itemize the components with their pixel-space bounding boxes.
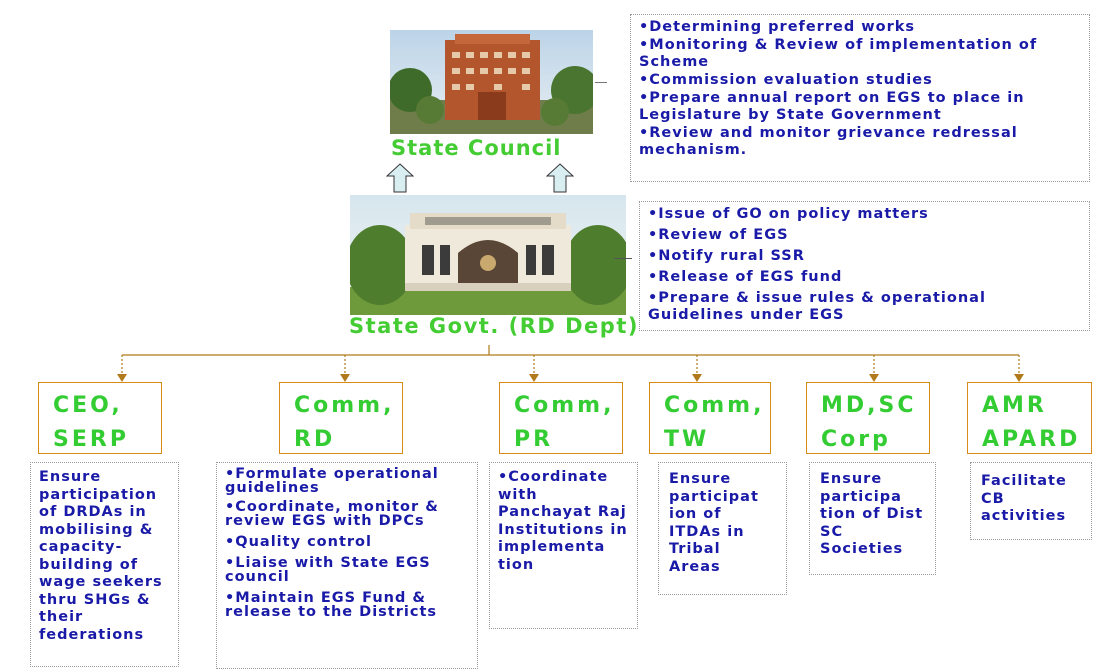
govt-leader-line — [614, 258, 632, 259]
council-function: •Monitoring & Review of implementation o… — [639, 37, 1038, 70]
up-arrow-icon — [386, 163, 414, 193]
dept-title-line1: Comm, — [664, 393, 765, 418]
dept-duties-comm-tw: Ensure participat ion of ITDAs in Tribal… — [658, 462, 787, 595]
council-function: •Determining preferred works — [639, 19, 916, 35]
duty-text: Facilitate CB activities — [981, 473, 1067, 524]
council-leader-line — [595, 82, 607, 83]
org-connector-lines — [117, 345, 1024, 382]
dept-title-line1: MD,SC — [821, 393, 917, 418]
council-function: •Prepare annual report on EGS to place i… — [639, 90, 1025, 123]
govt-function: •Notify rural SSR — [648, 248, 805, 264]
dept-duties-ceo-serp: Ensure participation of DRDAs in mobilis… — [30, 462, 179, 667]
duty-text: •Coordinate with Panchayat Raj Instituti… — [498, 469, 628, 573]
dept-title-line1: CEO, — [53, 393, 123, 418]
duty-text: Ensure participation of DRDAs in mobilis… — [39, 469, 163, 643]
dept-title-line2: RD — [294, 427, 336, 452]
state-govt-functions: •Issue of GO on policy matters •Review o… — [639, 201, 1090, 331]
council-function: •Commission evaluation studies — [639, 72, 933, 88]
state-govt-label: State Govt. (RD Dept) — [349, 314, 639, 338]
up-arrow-icon — [546, 163, 574, 193]
dept-duties-amr-apard: Facilitate CB activities — [970, 462, 1092, 540]
dept-title-line2: Corp — [821, 427, 891, 452]
duty-text: •Liaise with State EGS council — [225, 555, 431, 585]
dept-box-comm-pr: Comm, PR — [499, 382, 623, 454]
duty-text: •Maintain EGS Fund & release to the Dist… — [225, 590, 438, 620]
state-govt-building-image — [346, 195, 632, 315]
duty-text: •Quality control — [225, 534, 372, 550]
duty-text: •Coordinate, monitor & review EGS with D… — [225, 499, 439, 529]
govt-function: •Review of EGS — [648, 227, 789, 243]
dept-box-md-sc-corp: MD,SC Corp — [806, 382, 930, 454]
state-council-label: State Council — [391, 136, 562, 160]
govt-function: •Release of EGS fund — [648, 269, 843, 285]
duty-text: Ensure participa tion of Dist SC Societi… — [820, 471, 924, 557]
dept-title-line2: PR — [514, 427, 554, 452]
state-council-building-image — [388, 30, 599, 134]
govt-function: •Issue of GO on policy matters — [648, 206, 929, 222]
dept-box-ceo-serp: CEO, SERP — [38, 382, 162, 454]
dept-title-line1: Comm, — [514, 393, 615, 418]
dept-title-line2: APARD — [982, 427, 1081, 452]
council-function: •Review and monitor grievance redressal … — [639, 125, 1018, 158]
state-council-functions: •Determining preferred works •Monitoring… — [630, 14, 1090, 182]
dept-box-comm-rd: Comm, RD — [279, 382, 403, 454]
duty-text: •Formulate operational guidelines — [225, 466, 439, 496]
dept-duties-md-sc-corp: Ensure participa tion of Dist SC Societi… — [809, 462, 936, 575]
govt-function: •Prepare & issue rules & operational Gui… — [648, 290, 986, 323]
dept-title-line1: AMR — [982, 393, 1047, 418]
dept-box-comm-tw: Comm, TW — [649, 382, 771, 454]
dept-title-line2: SERP — [53, 427, 129, 452]
dept-duties-comm-pr: •Coordinate with Panchayat Raj Instituti… — [489, 462, 638, 629]
dept-title-line2: TW — [664, 427, 710, 452]
dept-duties-comm-rd: •Formulate operational guidelines •Coord… — [216, 462, 478, 669]
dept-box-amr-apard: AMR APARD — [967, 382, 1092, 454]
duty-text: Ensure participat ion of ITDAs in Tribal… — [669, 471, 759, 575]
dept-title-line1: Comm, — [294, 393, 395, 418]
